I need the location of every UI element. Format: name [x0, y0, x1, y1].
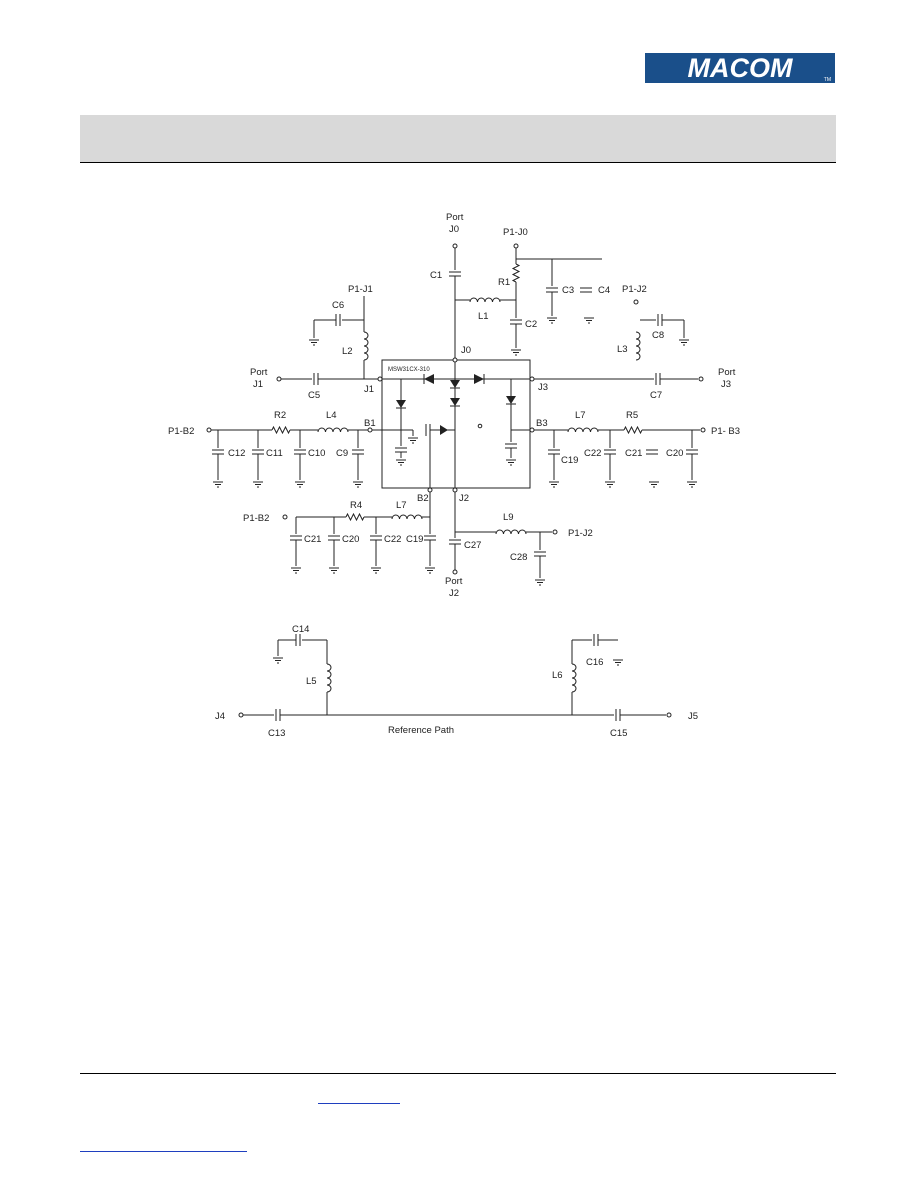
p1-j2-top-label: P1-J2 [622, 284, 647, 295]
node-b1: B1 [364, 418, 376, 429]
p1-j2-bottom-label: P1-J2 [568, 528, 593, 539]
l1-label: L1 [478, 311, 489, 322]
port-j1-label-1: Port [250, 367, 268, 378]
c28-label: C28 [510, 552, 527, 563]
l6-label: L6 [552, 670, 563, 681]
port-j2-label-1: Port [445, 576, 463, 587]
c7-label: C7 [650, 390, 662, 401]
c10-label: C10 [308, 448, 325, 459]
logo-text: MACOM [688, 53, 793, 83]
node-j0: J0 [461, 345, 471, 356]
node-j2: J2 [459, 493, 469, 504]
c8-label: C8 [652, 330, 664, 341]
c20-right-label: C20 [666, 448, 683, 459]
header-band [80, 115, 836, 162]
node-b3: B3 [536, 418, 548, 429]
c16-label: C16 [586, 657, 603, 668]
l3-label: L3 [617, 344, 628, 355]
p1-b2-bottom-label: P1-B2 [243, 513, 269, 524]
l9-label: L9 [503, 512, 514, 523]
l7-bottom-label: L7 [396, 500, 407, 511]
c15-label: C15 [610, 728, 627, 739]
c1-label: C1 [430, 270, 442, 281]
p1-b2-left-label: P1-B2 [168, 426, 194, 437]
port-j0-label-2: J0 [449, 224, 459, 235]
r2-label: R2 [274, 410, 286, 421]
c6-label: C6 [332, 300, 344, 311]
port-j1-label-2: J1 [253, 379, 263, 390]
p1-j1-label: P1-J1 [348, 284, 373, 295]
node-j1: J1 [364, 384, 374, 395]
r4-label: R4 [350, 500, 362, 511]
diode-d4 [396, 400, 406, 408]
c4-label: C4 [598, 285, 610, 296]
logo-trademark: TM [824, 77, 831, 83]
header-divider [80, 162, 836, 163]
c19-bottom-label: C19 [406, 534, 423, 545]
p1-j0-label: P1-J0 [503, 227, 528, 238]
ref-j4-label: J4 [215, 711, 225, 722]
c21-bottom-label: C21 [304, 534, 321, 545]
ref-j5-label: J5 [688, 711, 698, 722]
c12-label: C12 [228, 448, 245, 459]
c21-right-label: C21 [625, 448, 642, 459]
c9-label: C9 [336, 448, 348, 459]
diode-d3 [450, 398, 460, 406]
l4-label: L4 [326, 410, 337, 421]
diode-d5 [506, 396, 516, 404]
footer-link-underline-2[interactable] [80, 1151, 247, 1152]
c13-label: C13 [268, 728, 285, 739]
diode-d2 [474, 374, 484, 384]
c20-bottom-label: C20 [342, 534, 359, 545]
c14-label: C14 [292, 624, 309, 635]
l2-label: L2 [342, 346, 353, 357]
l5-label: L5 [306, 676, 317, 687]
port-j0-label-1: Port [446, 212, 464, 223]
c5-label: C5 [308, 390, 320, 401]
p1-b3-label: P1- B3 [711, 426, 740, 437]
ic-part-label: MSW31CX-310 [388, 367, 430, 373]
l7-right-label: L7 [575, 410, 586, 421]
c22-right-label: C22 [584, 448, 601, 459]
port-j3-label-1: Port [718, 367, 736, 378]
macom-logo: MACOM TM [645, 53, 835, 83]
diode-d1 [424, 374, 434, 384]
footer-divider [80, 1073, 836, 1074]
c27-label: C27 [464, 540, 481, 551]
r1-label: R1 [498, 277, 510, 288]
c19-right-label: C19 [561, 455, 578, 466]
port-j2-label-2: J2 [449, 588, 459, 599]
footer-link-underline-1[interactable] [318, 1103, 400, 1104]
r5-label: R5 [626, 410, 638, 421]
c11-label: C11 [266, 448, 283, 459]
c2-label: C2 [525, 319, 537, 330]
node-j3: J3 [538, 382, 548, 393]
reference-path-label: Reference Path [388, 725, 454, 736]
port-j3-label-2: J3 [721, 379, 731, 390]
c3-label: C3 [562, 285, 574, 296]
node-b2: B2 [417, 493, 429, 504]
c22-bottom-label: C22 [384, 534, 401, 545]
